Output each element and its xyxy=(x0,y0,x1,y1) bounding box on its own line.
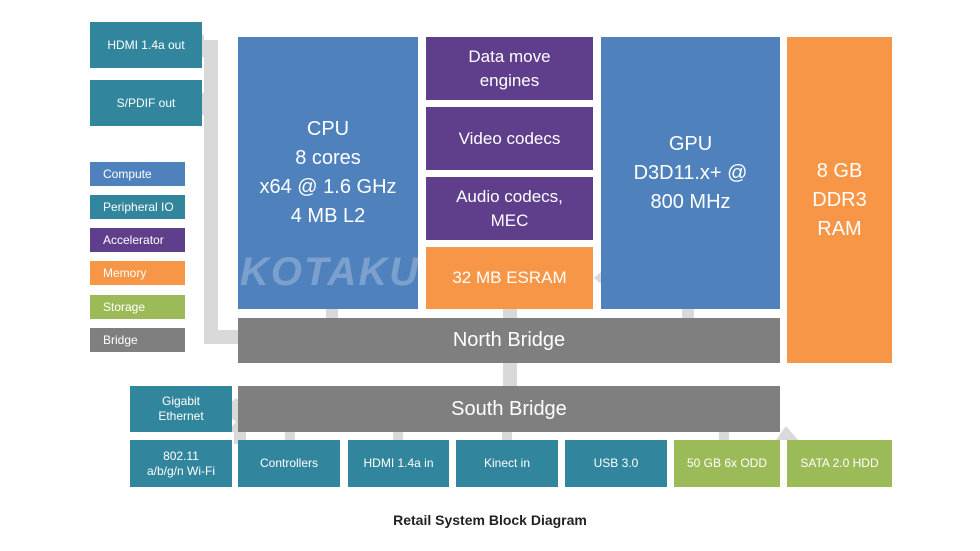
usb-label: USB 3.0 xyxy=(593,456,639,470)
hdmi-out-block: HDMI 1.4a out xyxy=(90,22,202,68)
controllers-block: Controllers xyxy=(238,440,340,487)
cpu-label: CPU 8 cores x64 @ 1.6 GHz 4 MB L2 xyxy=(259,118,397,227)
video-codecs-label: Video codecs xyxy=(458,128,561,148)
wifi-label: 802.11 a/b/g/n Wi-Fi xyxy=(146,448,215,478)
output-link-to-north-bridge xyxy=(204,330,240,344)
legend-peripheral-io-label: Peripheral IO xyxy=(103,200,174,214)
ram-label: 8 GB DDR3 RAM xyxy=(812,160,867,240)
odd-block: 50 GB 6x ODD xyxy=(674,440,780,487)
north-bridge-label: North Bridge xyxy=(452,329,566,351)
south-bridge-label: South Bridge xyxy=(451,397,567,420)
audio-codecs-label: Audio codecs, MEC xyxy=(456,186,563,230)
spdif-out-link xyxy=(202,98,218,108)
data-move-engines-label: Data move engines xyxy=(468,46,551,90)
gpu-label: GPU D3D11.x+ @ 800 MHz xyxy=(633,132,748,213)
legend-memory-label: Memory xyxy=(103,266,147,280)
audio-codecs-block: Audio codecs, MEC xyxy=(426,177,593,240)
data-move-engines-block: Data move engines xyxy=(426,37,593,100)
ethernet-block: Gigabit Ethernet xyxy=(130,386,232,432)
gpu-block: GPU D3D11.x+ @ 800 MHz xyxy=(601,37,780,309)
legend-bridge-label: Bridge xyxy=(103,333,138,347)
hdmi-in-label: HDMI 1.4a in xyxy=(363,456,434,470)
legend-compute: Compute xyxy=(90,162,185,186)
ram-block: 8 GB DDR3 RAM xyxy=(787,37,892,363)
hdd-label: SATA 2.0 HDD xyxy=(800,456,879,470)
kinect-in-label: Kinect in xyxy=(483,456,531,470)
legend-storage: Storage xyxy=(90,295,185,319)
esram-label: 32 MB ESRAM xyxy=(452,268,567,287)
hdd-block: SATA 2.0 HDD xyxy=(787,440,892,487)
output-link-vertical xyxy=(204,44,218,344)
diagram-caption: Retail System Block Diagram xyxy=(393,512,587,528)
hdmi-out-label: HDMI 1.4a out xyxy=(107,37,185,52)
hdmi-out-link xyxy=(202,40,218,50)
esram-block: 32 MB ESRAM xyxy=(426,247,593,309)
spdif-out-label: S/PDIF out xyxy=(116,95,176,110)
kinect-in-block: Kinect in xyxy=(456,440,558,487)
odd-label: 50 GB 6x ODD xyxy=(686,456,768,470)
legend-peripheral-io: Peripheral IO xyxy=(90,195,185,219)
north-bridge-block: North Bridge xyxy=(238,318,780,363)
cpu-block: CPU 8 cores x64 @ 1.6 GHz 4 MB L2 xyxy=(238,37,418,309)
usb-block: USB 3.0 xyxy=(565,440,667,487)
south-bridge-block: South Bridge xyxy=(238,386,780,432)
legend-compute-label: Compute xyxy=(103,167,152,181)
legend-bridge: Bridge xyxy=(90,328,185,352)
hdmi-in-block: HDMI 1.4a in xyxy=(348,440,449,487)
ethernet-label: Gigabit Ethernet xyxy=(158,394,204,423)
legend-accelerator-label: Accelerator xyxy=(103,233,164,247)
controllers-label: Controllers xyxy=(259,456,319,470)
watermark-text: KOTAKU xyxy=(240,250,421,294)
wifi-block: 802.11 a/b/g/n Wi-Fi xyxy=(130,440,232,487)
video-codecs-block: Video codecs xyxy=(426,107,593,170)
legend-accelerator: Accelerator xyxy=(90,228,185,252)
legend-memory: Memory xyxy=(90,261,185,285)
spdif-out-block: S/PDIF out xyxy=(90,80,202,126)
legend-storage-label: Storage xyxy=(103,300,146,314)
